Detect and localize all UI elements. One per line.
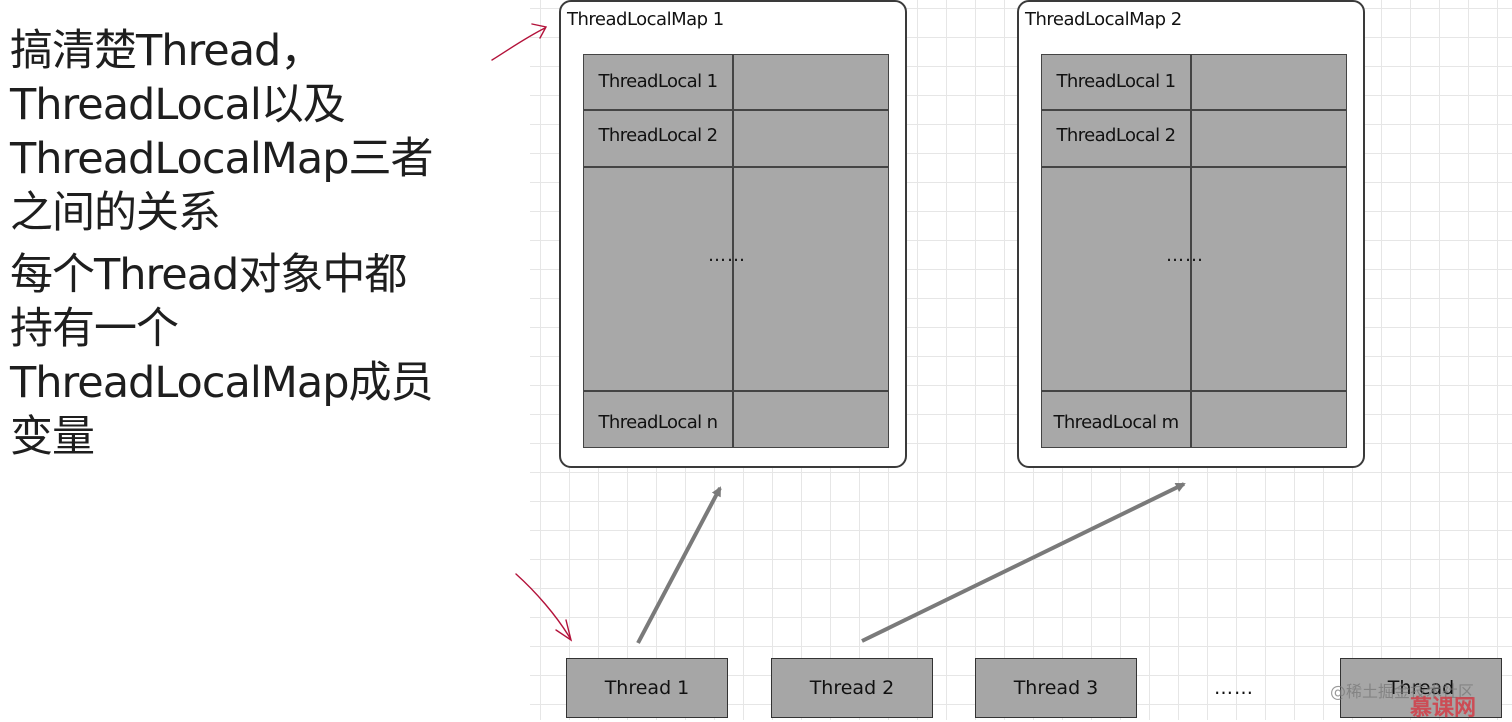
notes-body: 每个Thread对象中都 持有一个 ThreadLocalMap成员 变量 xyxy=(10,250,434,462)
thread-2-box: Thread 2 xyxy=(771,658,933,718)
watermark-text: @稀土掘金技术社区 xyxy=(1330,682,1475,701)
explanation-notes: 搞清楚Thread， ThreadLocal以及 ThreadLocalMap三… xyxy=(10,24,490,464)
thread-label: Thread 2 xyxy=(809,677,895,699)
thread-last-box: Thread xyxy=(1340,658,1502,718)
thread-label: Thread 1 xyxy=(604,677,690,699)
threadlocalmap-1-box: ThreadLocalMap 1 ThreadLocal 1 ThreadLoc… xyxy=(559,0,907,468)
entry-key-2: ThreadLocal 2 xyxy=(598,125,719,146)
thread-3-box: Thread 3 xyxy=(975,658,1137,718)
map-entry-table: ThreadLocal 1 ThreadLocal 2 …… ThreadLoc… xyxy=(1041,54,1347,448)
row-divider xyxy=(1042,109,1346,111)
thread-label: Thread 3 xyxy=(1013,677,1099,699)
row-divider xyxy=(1042,390,1346,392)
entries-ellipsis: …… xyxy=(708,245,746,266)
threads-ellipsis: …… xyxy=(1214,677,1254,699)
watermark-logo: 慕课网 xyxy=(1410,696,1477,721)
notes-heading: 搞清楚Thread， ThreadLocal以及 ThreadLocalMap三… xyxy=(10,26,434,238)
threadlocalmap-2-box: ThreadLocalMap 2 ThreadLocal 1 ThreadLoc… xyxy=(1017,0,1365,468)
row-divider xyxy=(584,109,888,111)
column-divider xyxy=(1190,55,1192,447)
thread-1-box: Thread 1 xyxy=(566,658,728,718)
entry-key-last: ThreadLocal n xyxy=(598,412,719,433)
row-divider xyxy=(584,166,888,168)
row-divider xyxy=(584,390,888,392)
map-title: ThreadLocalMap 1 xyxy=(567,9,724,30)
map-entry-table: ThreadLocal 1 ThreadLocal 2 …… ThreadLoc… xyxy=(583,54,889,448)
entries-ellipsis: …… xyxy=(1166,245,1204,266)
row-divider xyxy=(1042,166,1346,168)
entry-key-1: ThreadLocal 1 xyxy=(598,71,719,92)
thread-label: Thread xyxy=(1387,677,1455,699)
entry-key-last: ThreadLocal m xyxy=(1053,412,1179,433)
map-title: ThreadLocalMap 2 xyxy=(1025,9,1182,30)
column-divider xyxy=(732,55,734,447)
entry-key-1: ThreadLocal 1 xyxy=(1056,71,1177,92)
entry-key-2: ThreadLocal 2 xyxy=(1056,125,1177,146)
